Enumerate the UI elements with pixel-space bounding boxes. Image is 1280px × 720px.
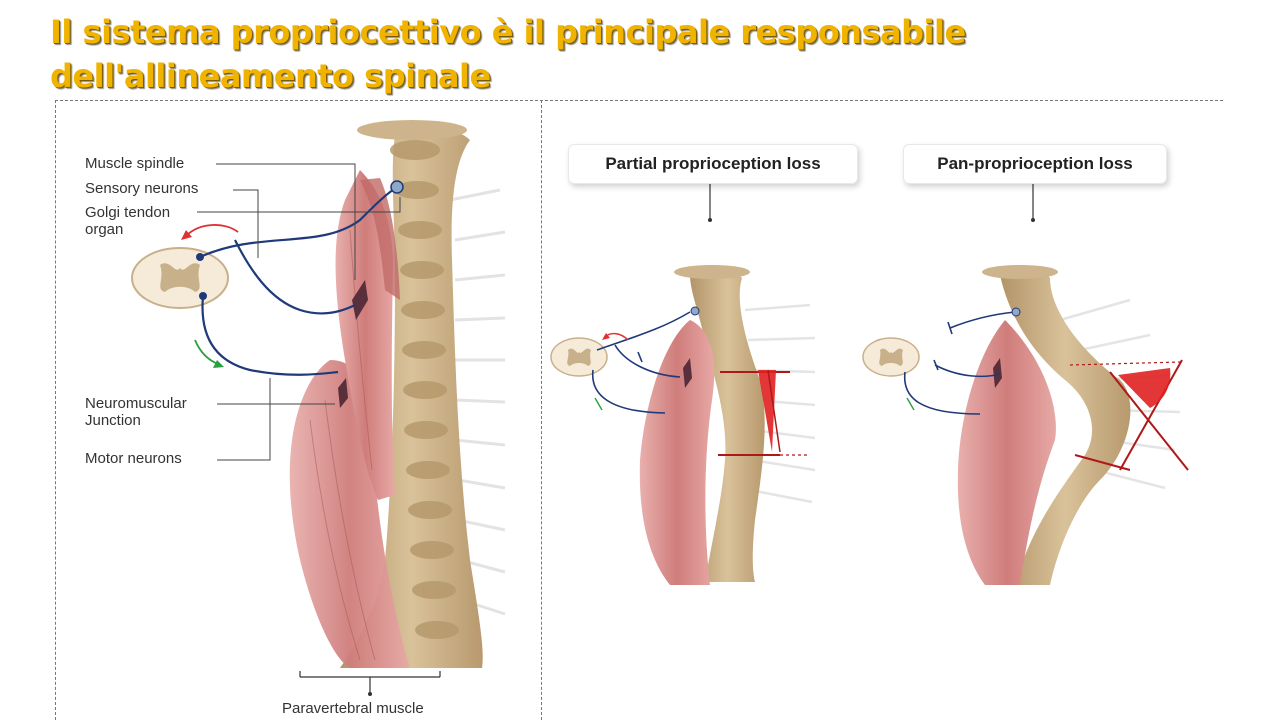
label-motor-neurons: Motor neurons <box>85 450 182 467</box>
callout-lines <box>197 163 401 461</box>
spinal-cord-section-pan <box>862 337 920 377</box>
label-sensory-neurons: Sensory neurons <box>85 180 199 197</box>
label-junction: Junction <box>85 412 141 429</box>
label-neuromuscular: Neuromuscular <box>85 395 187 412</box>
label-muscle-spindle: Muscle spindle <box>85 155 185 172</box>
pan-loss-spine <box>957 265 1189 585</box>
divider-top <box>55 100 1223 101</box>
divider-left <box>55 100 56 720</box>
header-pan-proprioception-loss: Pan-proprioception loss <box>903 144 1167 184</box>
spinal-cord-section-large <box>131 247 229 309</box>
large-spine <box>289 120 506 696</box>
figure-frame <box>55 100 1223 720</box>
label-golgi-tendon: Golgi tendon <box>85 204 171 221</box>
spinal-cord-section-partial <box>550 337 608 377</box>
slide-title: Il sistema propriocettivo è il principal… <box>50 13 966 95</box>
partial-loss-spine <box>639 265 816 585</box>
header-partial-proprioception-loss: Partial proprioception loss <box>568 144 858 184</box>
divider-middle <box>541 100 542 720</box>
label-paravertebral-muscle: Paravertebral muscle <box>282 700 424 717</box>
label-golgi-organ: organ <box>85 221 124 238</box>
nerve-paths-large <box>199 186 398 376</box>
